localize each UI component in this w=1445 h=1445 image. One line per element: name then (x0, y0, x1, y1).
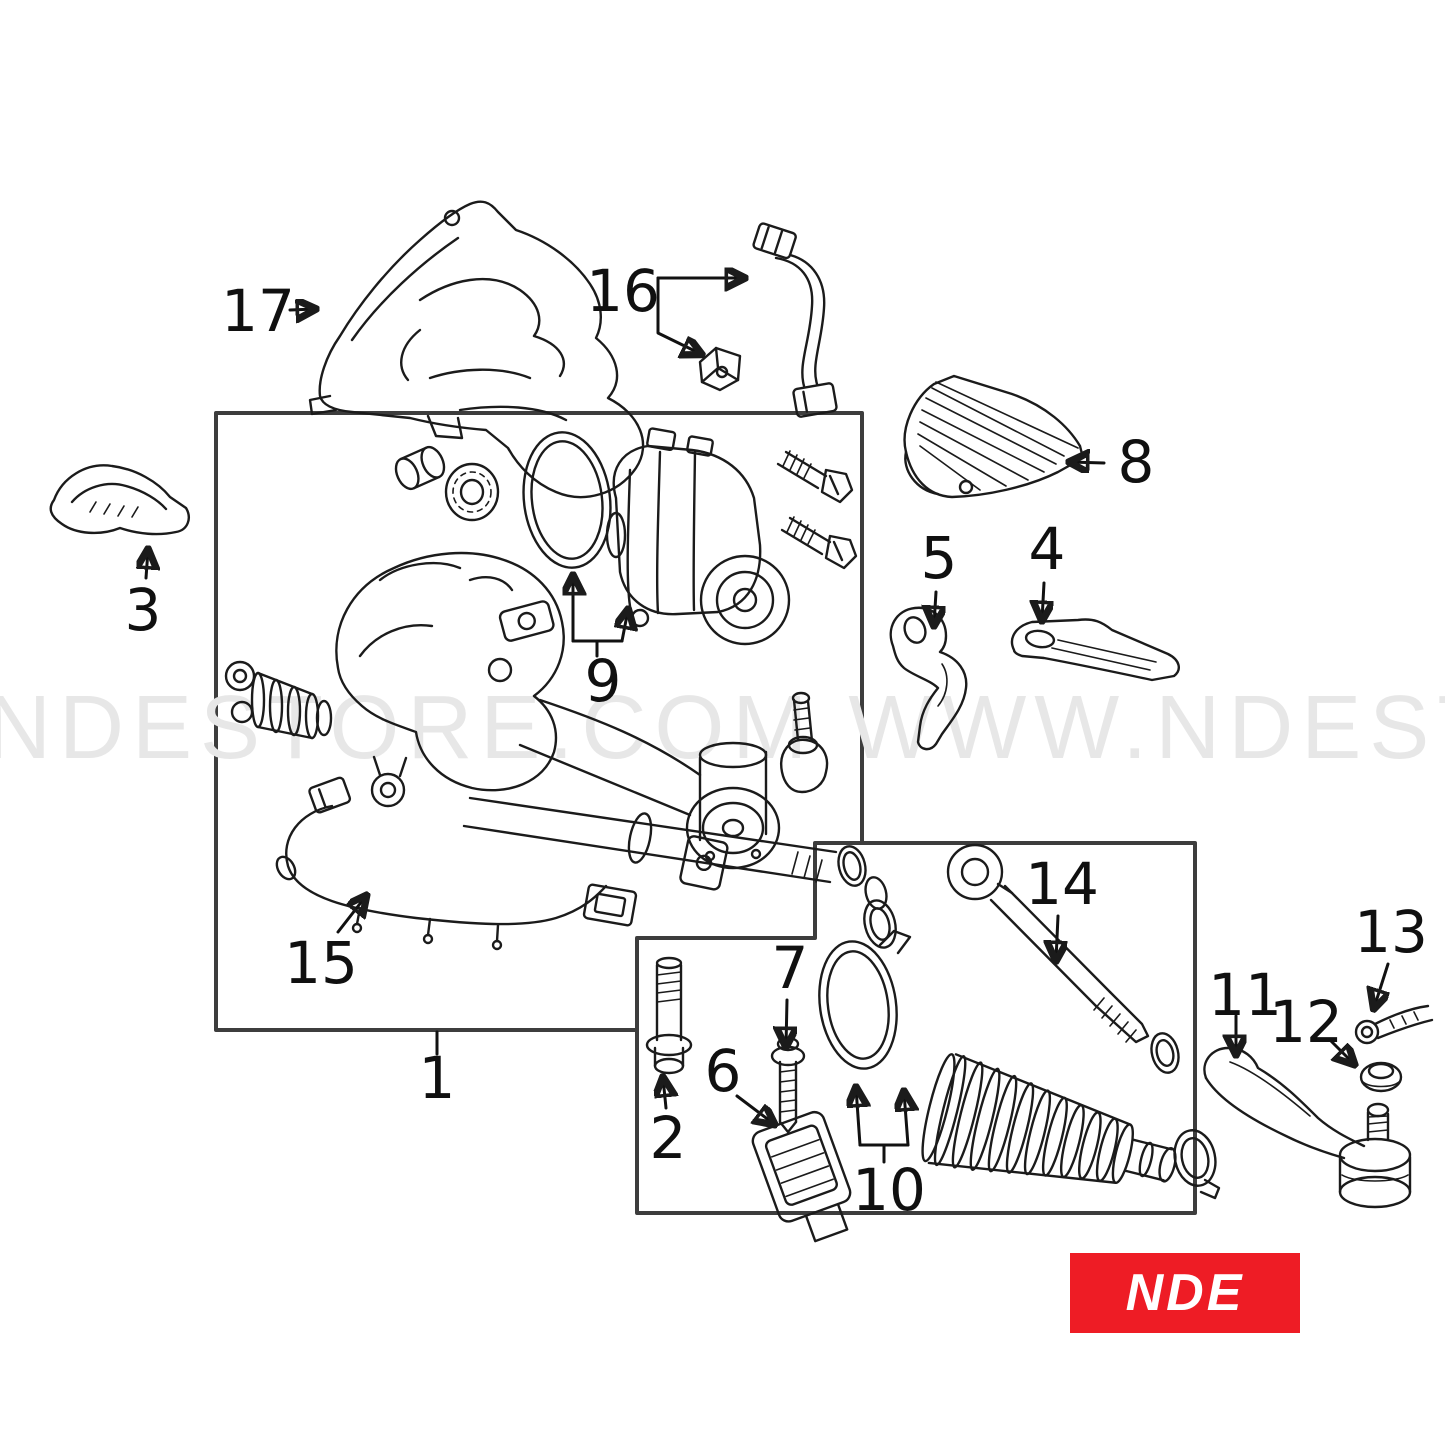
nut-part (1359, 1061, 1403, 1093)
bracket-part-4 (1010, 618, 1180, 682)
callout-leaders (146, 278, 1388, 1164)
boot-clamp-part (1173, 1129, 1221, 1200)
mount-bracket-left-part (49, 464, 190, 536)
bushing-part (394, 445, 446, 491)
callout-11: 11 (1208, 961, 1282, 1029)
callout-13: 13 (1354, 898, 1428, 966)
seal-ring-part (863, 899, 897, 949)
callout-14: 14 (1025, 850, 1099, 918)
nde-logo: NDE (1070, 1253, 1300, 1333)
callout-4: 4 (1028, 515, 1066, 583)
parts-group-box-1 (214, 411, 864, 1032)
callout-16: 16 (586, 257, 660, 325)
steering-rack-part (224, 551, 888, 910)
callout-6: 6 (704, 1037, 742, 1105)
cotter-pin-part (1354, 1004, 1434, 1045)
o-ring-part (522, 431, 612, 569)
wire-harness-part (275, 776, 638, 951)
callout-15: 15 (284, 929, 358, 997)
eps-motor-part (605, 427, 791, 646)
callout-9: 9 (584, 647, 622, 715)
callout-5: 5 (920, 524, 958, 592)
callout-2: 2 (649, 1104, 687, 1172)
callout-12: 12 (1269, 988, 1343, 1056)
sensor-cable-part (752, 222, 838, 418)
callout-3: 3 (124, 576, 162, 644)
outer-tie-rod-part (1203, 1046, 1412, 1209)
callout-17: 17 (221, 277, 295, 345)
jam-ring-part (1150, 1032, 1180, 1074)
callout-1: 1 (418, 1044, 456, 1112)
heat-shield-part (308, 200, 645, 499)
callout-8: 8 (1117, 428, 1155, 496)
cushion-part-6 (751, 1110, 852, 1243)
cable-clip-part (698, 346, 742, 392)
bearing-part (444, 462, 500, 522)
mounting-bolts-part (776, 450, 858, 570)
boot-part (921, 1053, 1177, 1185)
watermark: NDESTORE.COM WWW.NDESTORE.COM WWW.NDESTO… (0, 678, 1445, 778)
callout-10: 10 (852, 1156, 926, 1224)
splash-shield-part (903, 374, 1085, 499)
callout-7: 7 (771, 934, 809, 1002)
